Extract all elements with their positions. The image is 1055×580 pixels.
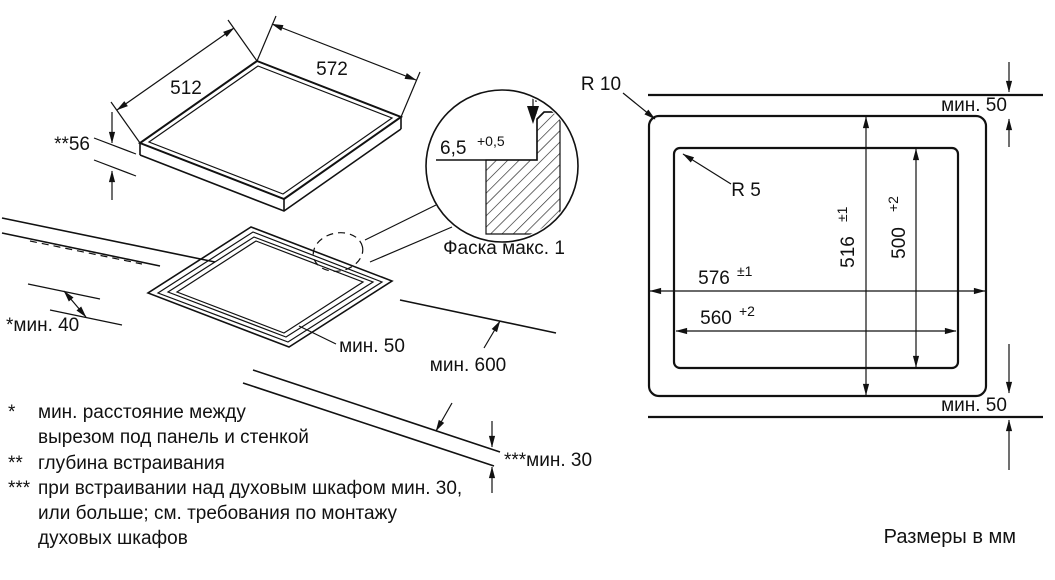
dim-clearance-top: мин. 50 bbox=[941, 62, 1013, 147]
dim-512: 512 bbox=[110, 19, 258, 144]
width-inner-value: 560 bbox=[700, 308, 732, 329]
footnote-1-marker: * bbox=[8, 402, 16, 423]
dim-min600-label: мин. 600 bbox=[430, 355, 506, 376]
width-outer-tolerance: ±1 bbox=[737, 263, 753, 279]
width-inner-tolerance: +2 bbox=[739, 303, 755, 319]
footnotes: * мин. расстояние между вырезом под пане… bbox=[8, 402, 462, 549]
chamfer-note: Фаска макс. 1 bbox=[443, 238, 565, 259]
hob-panel bbox=[137, 59, 404, 212]
detail-section bbox=[436, 92, 567, 235]
radius-inner-callout: R 5 bbox=[682, 153, 761, 201]
detail-source-ellipse bbox=[312, 232, 364, 272]
cutout-frame bbox=[146, 226, 394, 348]
dim-512-label: 512 bbox=[170, 78, 202, 99]
radius-outer-callout: R 10 bbox=[581, 74, 656, 120]
height-outer-tolerance: ±1 bbox=[834, 206, 850, 222]
recess-depth-tolerance: +0,5 bbox=[477, 133, 505, 149]
dim-depth-label: **56 bbox=[54, 134, 90, 155]
height-inner-value: 500 bbox=[889, 227, 910, 259]
units-note: Размеры в мм bbox=[884, 526, 1016, 548]
width-outer-value: 576 bbox=[698, 268, 730, 289]
footnote-3-line-3: духовых шкафов bbox=[38, 528, 188, 549]
dim-clearance-bottom: мин. 50 bbox=[941, 344, 1013, 470]
radius-outer-label: R 10 bbox=[581, 74, 621, 95]
plan-view: R 10 R 5 мин. 50 мин. 50 576 ±1 560 +2 bbox=[581, 62, 1043, 470]
dim-height-inner: 500 +2 bbox=[885, 148, 920, 368]
countertop-edges bbox=[1, 217, 557, 467]
dim-min600: мин. 600 bbox=[430, 320, 506, 432]
footnote-2-marker: ** bbox=[8, 453, 23, 474]
depth-arrow-icon bbox=[527, 106, 539, 124]
dim-width-outer: 576 ±1 bbox=[649, 263, 986, 295]
recess-profile bbox=[436, 111, 560, 161]
footnote-3-marker: *** bbox=[8, 478, 31, 499]
dim-height-outer: 516 ±1 bbox=[834, 116, 870, 396]
dim-572-label: 572 bbox=[316, 59, 348, 80]
cutout-outer-rect bbox=[647, 114, 988, 398]
footnote-1-line-1: мин. расстояние между bbox=[38, 402, 246, 423]
dim-min40: *мин. 40 bbox=[6, 283, 123, 336]
clearance-top-label: мин. 50 bbox=[941, 95, 1007, 116]
footnote-2-line-1: глубина встраивания bbox=[38, 453, 225, 474]
cutout-inner-rect bbox=[672, 146, 960, 370]
clearance-bottom-label: мин. 50 bbox=[941, 395, 1007, 416]
dim-572: 572 bbox=[256, 15, 421, 118]
dim-min40-label: *мин. 40 bbox=[6, 315, 79, 336]
dim-min30: ***мин. 30 bbox=[488, 421, 592, 493]
dim-depth-56: **56 bbox=[54, 112, 137, 200]
dim-width-inner: 560 +2 bbox=[675, 303, 957, 335]
dim-min50-gap: мин. 50 bbox=[298, 325, 405, 357]
detail-callout: 6,5 +0,5 Фаска макс. 1 bbox=[312, 89, 579, 272]
dim-min50-label: мин. 50 bbox=[339, 336, 405, 357]
height-outer-value: 516 bbox=[838, 236, 859, 268]
footnote-1-line-2: вырезом под панель и стенкой bbox=[38, 427, 309, 448]
footnote-3-line-2: или больше; см. требования по монтажу bbox=[38, 503, 398, 524]
dim-min30-label: ***мин. 30 bbox=[504, 450, 592, 471]
height-inner-tolerance: +2 bbox=[885, 196, 901, 212]
recess-depth-value: 6,5 bbox=[440, 138, 466, 159]
footnote-3-line-1: при встраивании над духовым шкафом мин. … bbox=[38, 478, 462, 499]
radius-inner-label: R 5 bbox=[731, 180, 761, 201]
isometric-view: 512 572 **56 *мин. 40 мин. 50 bbox=[1, 15, 592, 493]
